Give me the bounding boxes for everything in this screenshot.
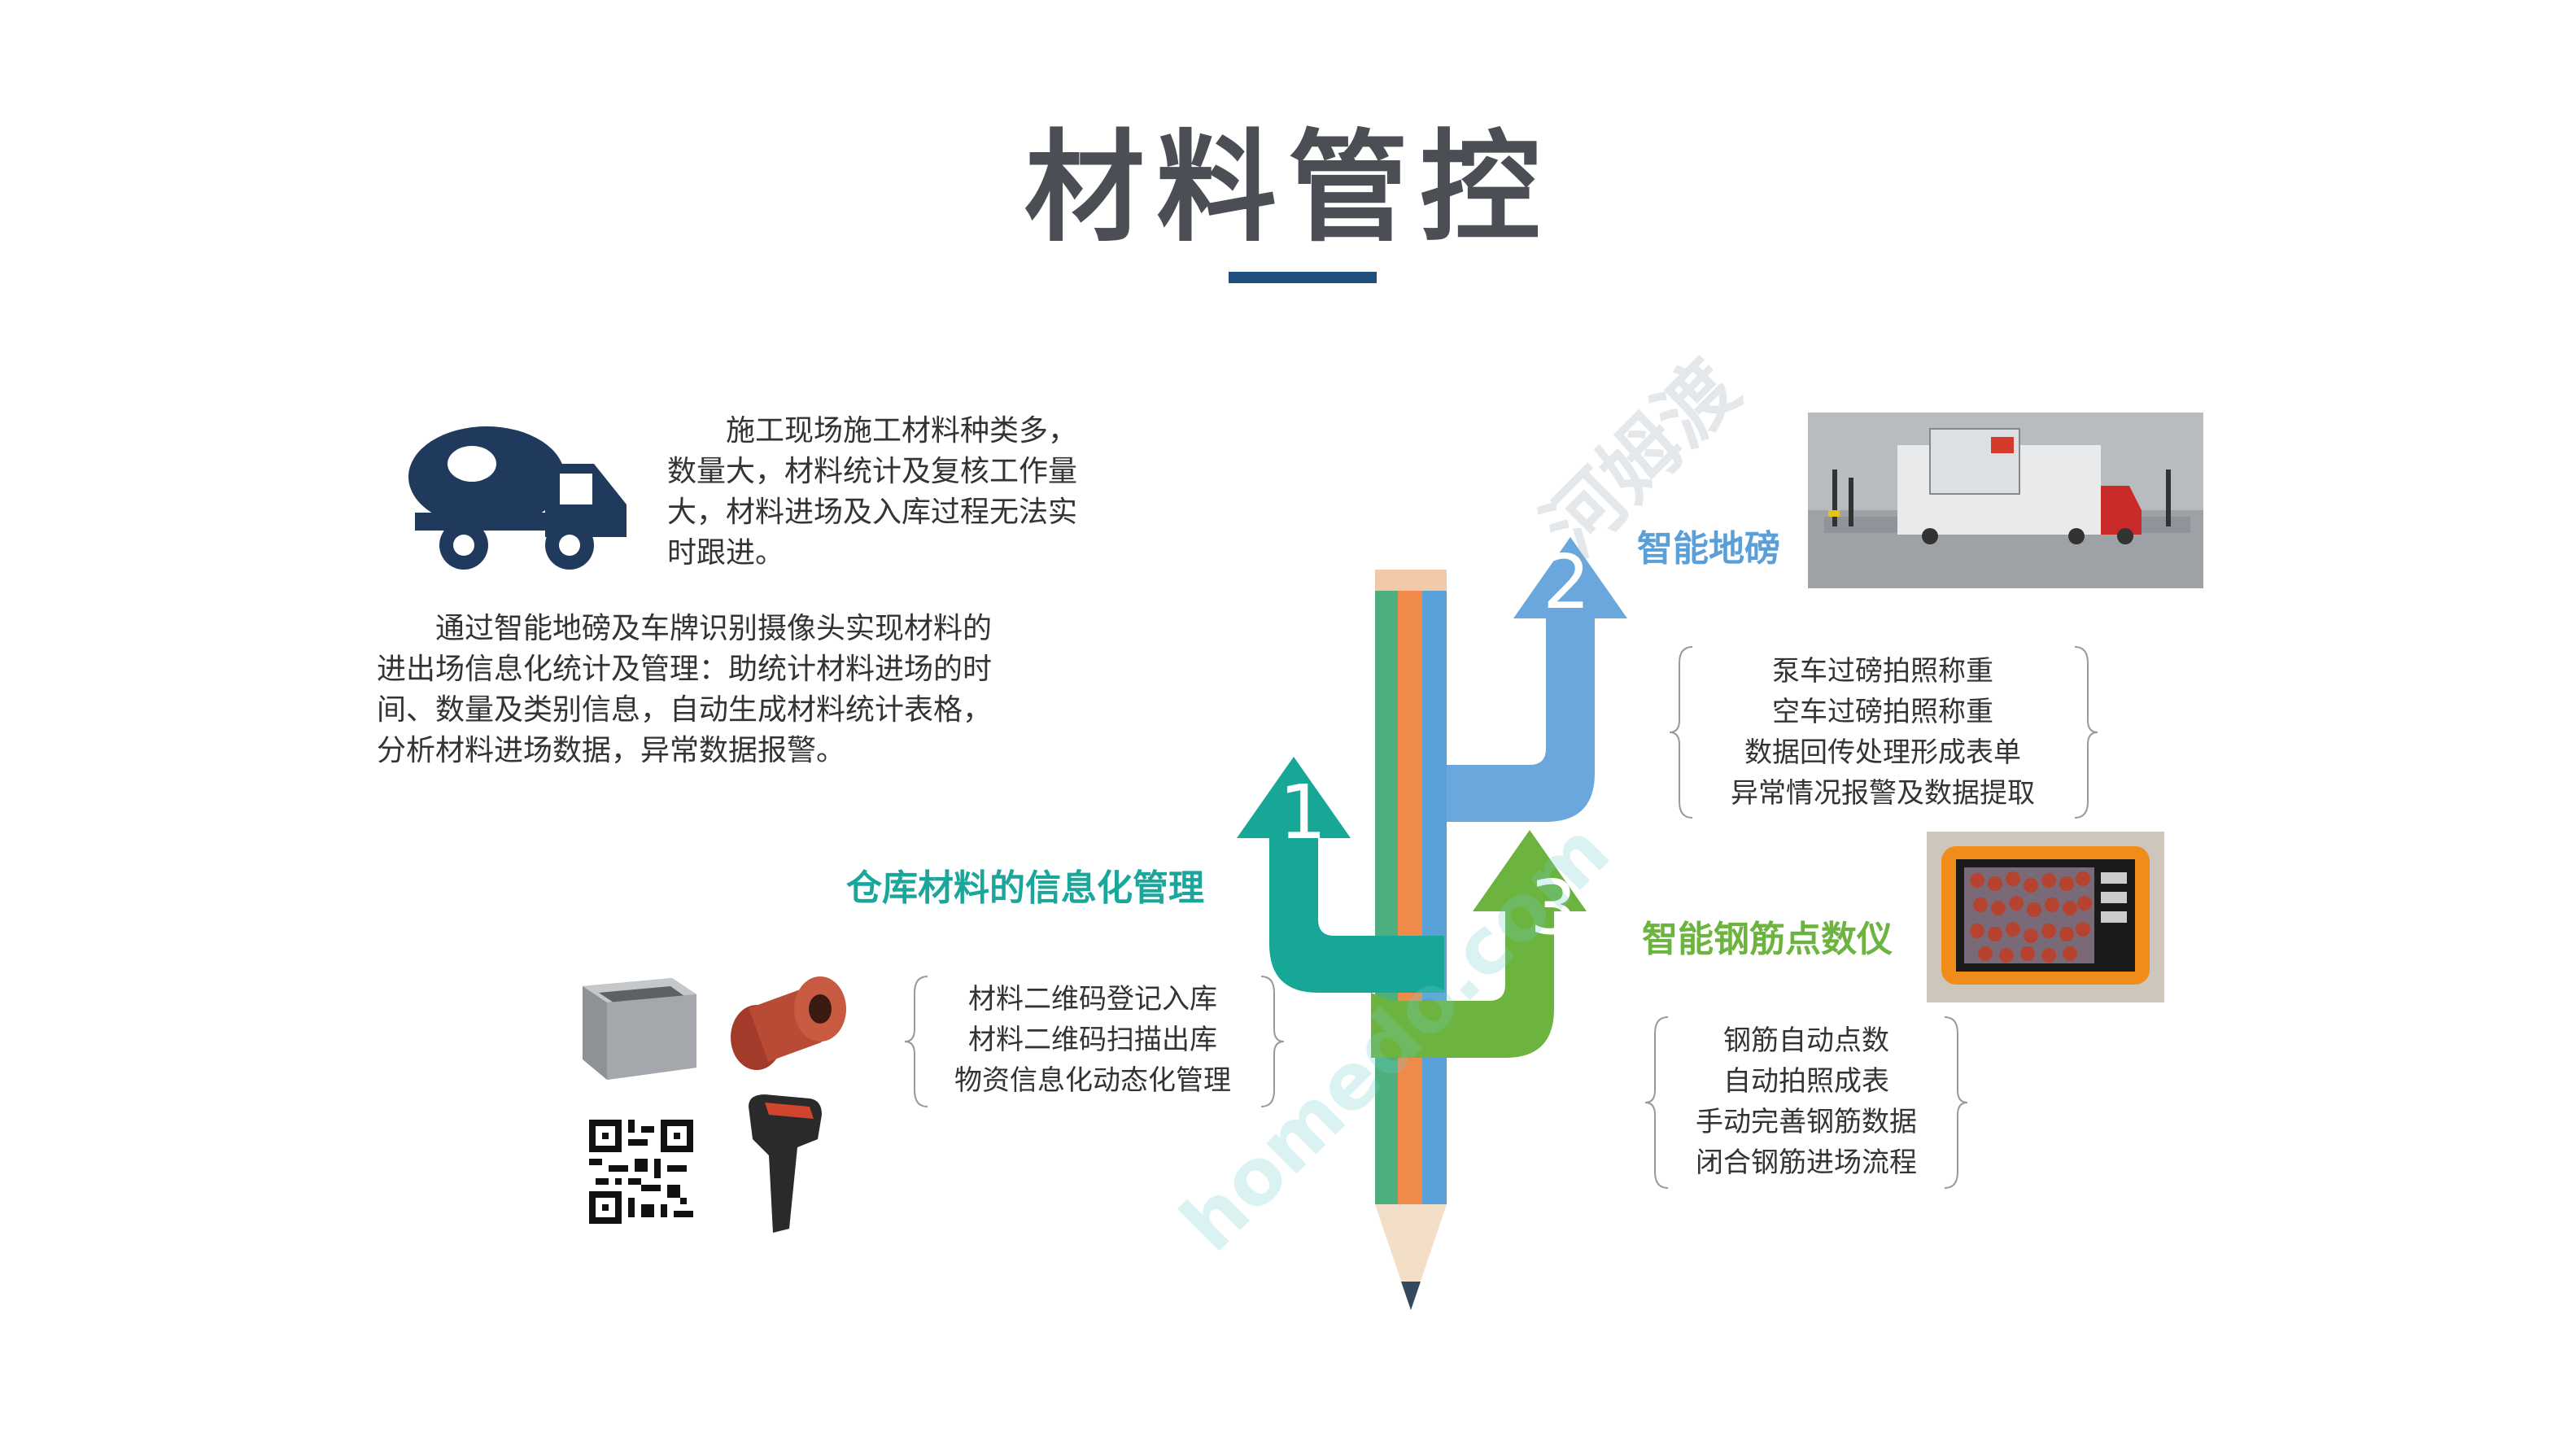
- list-item: 空车过磅拍照称重: [1772, 696, 1993, 728]
- list-item: 闭合钢筋进场流程: [1696, 1146, 1917, 1179]
- title-underline: [1229, 272, 1377, 283]
- feature-title-weighbridge: 智能地磅: [1637, 528, 1780, 570]
- list-item: 手动完善钢筋数据: [1696, 1106, 1917, 1138]
- feature-list-warehouse: 材料二维码登记入库 材料二维码扫描出库 物资信息化动态化管理: [918, 979, 1268, 1101]
- list-item: 泵车过磅拍照称重: [1772, 655, 1993, 688]
- list-braces-warehouse: [904, 976, 1285, 1107]
- barcode-scanner-image: [749, 1094, 822, 1233]
- feature-number-1: 1: [1279, 769, 1327, 856]
- qr-code-image: [589, 1120, 693, 1224]
- feature-number-2: 2: [1543, 539, 1591, 626]
- mixer-truck-icon: [408, 426, 627, 570]
- rebar-counter-tablet-photo: [1927, 832, 2164, 1002]
- list-item: 物资信息化动态化管理: [954, 1064, 1231, 1097]
- feature-number-3: 3: [1530, 864, 1578, 951]
- page-title: 材料管控: [1024, 118, 1552, 258]
- list-braces-rebar: [1644, 1016, 1968, 1189]
- list-item: 数据回传处理形成表单: [1744, 736, 2021, 769]
- list-item: 材料二维码登记入库: [968, 983, 1217, 1015]
- feature-list-rebar-counter: 钢筋自动点数 自动拍照成表 手动完善钢筋数据 闭合钢筋进场流程: [1660, 1020, 1953, 1183]
- list-item: 材料二维码扫描出库: [968, 1024, 1217, 1056]
- intro-paragraph: 施工现场施工材料种类多，数量大，材料统计及复核工作量大，材料进场及入库过程无法实…: [667, 414, 1078, 570]
- list-item: 自动拍照成表: [1723, 1065, 1889, 1098]
- steel-box-image: [583, 978, 696, 1080]
- pencil-graphic: [1237, 537, 1627, 1310]
- list-item: 钢筋自动点数: [1723, 1024, 1889, 1057]
- list-item: 异常情况报警及数据提取: [1731, 777, 2035, 810]
- feature-title-warehouse: 仓库材料的信息化管理: [846, 867, 1204, 909]
- flange-pipe-image: [731, 976, 846, 1070]
- solution-paragraph: 通过智能地磅及车牌识别摄像头实现材料的进出场信息化统计及管理：助统计材料进场的时…: [377, 612, 993, 767]
- weighbridge-photo: [1808, 413, 2203, 588]
- list-braces-weighbridge: [1669, 646, 2098, 819]
- feature-title-rebar-counter: 智能钢筋点数仪: [1642, 919, 1893, 960]
- feature-list-weighbridge: 泵车过磅拍照称重 空车过磅拍照称重 数据回传处理形成表单 异常情况报警及数据提取: [1686, 651, 2080, 814]
